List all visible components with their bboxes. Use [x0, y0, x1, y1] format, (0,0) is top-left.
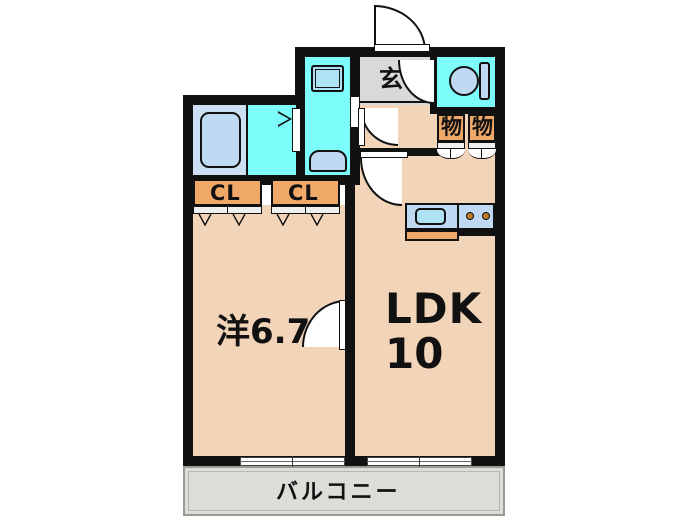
hall-door-upper-leaf[interactable] [358, 108, 365, 146]
wall-toilet-bottom [430, 107, 495, 114]
stove-burner-left-icon [466, 212, 474, 220]
toilet-tank-icon [479, 62, 490, 100]
bedroom-balcony-door-seam [292, 456, 293, 467]
washing-machine-pan-inner [315, 69, 340, 88]
storage-left [437, 114, 465, 142]
wall-right [495, 47, 505, 466]
ldk-door-leaf[interactable] [360, 151, 408, 158]
closet-left [193, 179, 262, 206]
closet-right [271, 179, 340, 206]
ldk-label: LDK [385, 284, 483, 333]
wall-left-lower [183, 95, 193, 466]
storage-right-label: 物 [472, 115, 493, 139]
storage-left-label: 物 [441, 115, 462, 139]
wall-top-bath [183, 95, 303, 105]
bathroom-door[interactable] [292, 108, 301, 152]
ldk-balcony-door-seam [419, 456, 420, 467]
kitchen-cabinet-front [405, 230, 459, 241]
balcony-label: バルコニー [276, 480, 401, 505]
wall-left-upper [295, 47, 305, 105]
bedroom-label: 洋6.7 [216, 312, 311, 352]
closet-right-fold-marks [276, 214, 324, 226]
wall-bedroom-ldk [345, 175, 355, 466]
storage-right-doors[interactable] [468, 142, 496, 149]
closet-right-label: CL [288, 181, 319, 205]
ldk-size-label: 10 [385, 329, 444, 378]
storage-left-doors[interactable] [437, 142, 465, 149]
entrance-step-edge [360, 101, 430, 103]
stove-burner-right-icon [482, 212, 490, 220]
closet-left-label: CL [210, 181, 241, 205]
closet-right-door-seam [305, 206, 306, 214]
balcony-outline [188, 471, 500, 511]
kitchen-counter-divider [457, 203, 459, 230]
kitchen-sink-basin [415, 208, 446, 225]
wall-corner-patch-1 [296, 95, 305, 107]
balcony-area [183, 466, 505, 516]
wall-top [295, 47, 505, 57]
closet-left-door-seam [227, 206, 228, 214]
closet-left-fold-marks [198, 214, 246, 226]
bathroom-door-arrow-fill [278, 113, 289, 125]
entrance-door-leaf[interactable] [374, 44, 430, 52]
kitchen-wall-segment [459, 230, 495, 236]
bathtub-icon [200, 112, 241, 168]
vanity-sink-icon [309, 150, 347, 172]
storage-right [468, 114, 496, 142]
wall-corner-patch-2 [183, 175, 193, 185]
toilet-bowl-icon [449, 66, 479, 96]
bedroom-door-leaf[interactable] [339, 300, 346, 350]
